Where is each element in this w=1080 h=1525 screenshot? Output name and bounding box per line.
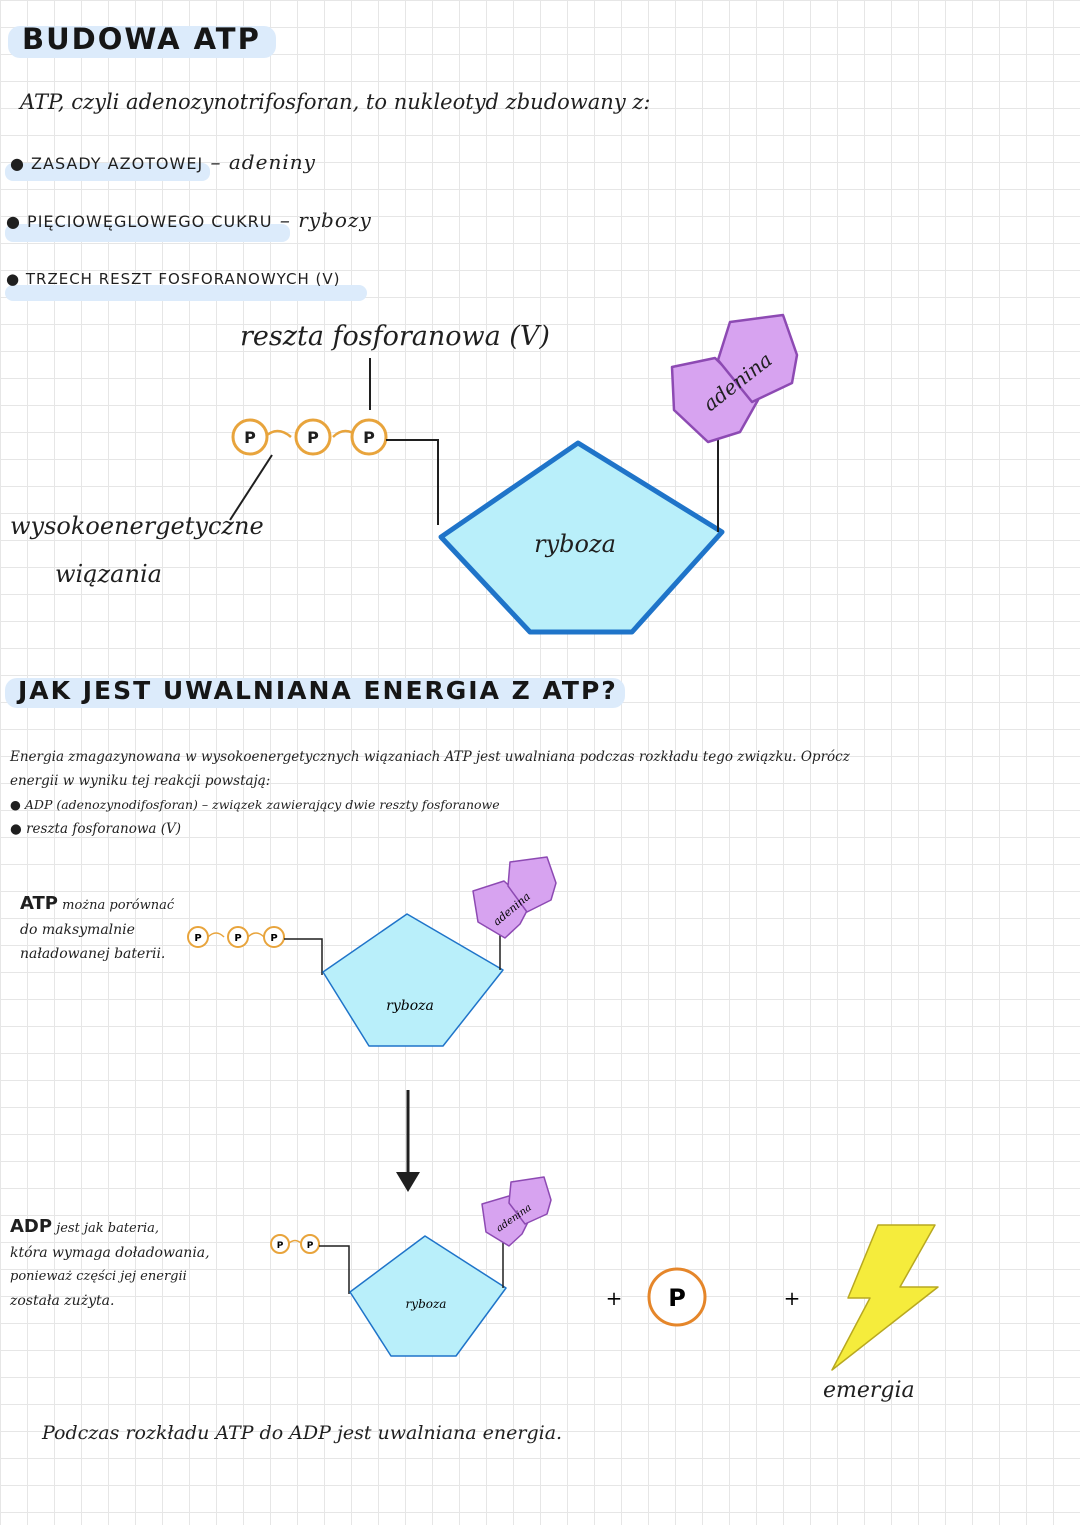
bond-arc-adp: [287, 1239, 303, 1245]
bullet-3-caps: TRZECH RESZT FOSFORANOWYCH (V): [25, 270, 341, 288]
paragraph-bullet-2: ● reszta fosforanowa (V): [10, 817, 1075, 841]
reaction-arrow: [396, 1090, 420, 1192]
bullet-highlight-1: [5, 163, 210, 181]
adp-diagram: P P ryboza adenina + P +: [270, 1176, 939, 1371]
adp-line2: która wymaga doładowania,: [10, 1245, 210, 1261]
bond-arc-small-1: [207, 932, 225, 938]
phosphate-adp-2: [300, 1234, 320, 1254]
atp-bold: ATP: [20, 893, 59, 914]
atp-line2: do maksymalnie: [20, 922, 135, 938]
paragraph-line-1: Energia zmagazynowana w wysokoenergetycz…: [10, 749, 850, 765]
ribose-small-label: ryboza: [386, 998, 434, 1014]
bullet-dot: ●: [10, 821, 27, 837]
arrow-head-icon: [396, 1172, 420, 1192]
energy-paragraph: Energia zmagazynowana w wysokoenergetycz…: [10, 745, 1075, 841]
energy-label: emergia: [823, 1378, 915, 1403]
intro-text: ATP, czyli adenozynotrifosforan, to nukl…: [20, 90, 651, 114]
atp-small-diagram: P P P ryboza adenina: [187, 856, 557, 1047]
bullet-dot: ●: [10, 154, 32, 173]
phosphate-label-3: P: [363, 428, 375, 447]
atp-diagram: reszta fosforanowa (V) P P P ryboza aden…: [229, 313, 799, 635]
phosphate-adp-1: [270, 1234, 290, 1254]
bullet-2-rest: – rybozy: [272, 208, 372, 232]
atp-comparison-text: ATP można porównać do maksymalnie nałado…: [20, 892, 174, 966]
lightning-icon: [831, 1224, 939, 1371]
paragraph-bullet-2-text: reszta fosforanowa (V): [26, 821, 182, 837]
small-phosphate-link: [284, 938, 323, 975]
ribose-pentagon: [438, 440, 725, 635]
bullet-2: ● PIĘCIOWĘGLOWEGO CUKRU – rybozy: [6, 208, 372, 232]
adp-phosphate-link: [319, 1245, 350, 1294]
phosphate-label-2: P: [307, 428, 319, 447]
bullet-dot: ●: [10, 797, 25, 812]
title-highlight: [8, 26, 276, 58]
phosphate-small-3: [263, 926, 285, 948]
label-phosphate: reszta fosforanowa (V): [240, 321, 550, 352]
phosphate-adp-label-2: P: [307, 1241, 314, 1251]
section-title-energy: JAK JEST UWALNIANA ENERGIA Z ATP?: [18, 676, 618, 705]
free-phosphate-label: P: [668, 1284, 686, 1312]
plus-sign-1: +: [606, 1286, 623, 1310]
adp-bold: ADP: [10, 1216, 53, 1237]
ribose-adp-label: ryboza: [406, 1297, 447, 1311]
phosphate-small-label-2: P: [234, 933, 241, 944]
paragraph-line-2: energii w wyniku tej reakcji powstają:: [10, 773, 271, 789]
phosphate-circle-1: [231, 418, 269, 456]
phosphate-label-1: P: [244, 428, 256, 447]
bullet-1-rest: – adeniny: [203, 150, 316, 174]
section-title-budowa: BUDOWA ATP: [22, 22, 261, 56]
phosphate-small-label-1: P: [194, 933, 201, 944]
adp-comparison-text: ADP jest jak bateria, która wymaga doład…: [10, 1215, 210, 1313]
summary-text: Podczas rozkładu ATP do ADP jest uwalnia…: [42, 1422, 563, 1444]
ribose-small-pentagon: [322, 913, 504, 1047]
paragraph-bullet-1-text: ADP (adenozynodifosforan) – związek zawi…: [24, 797, 500, 812]
phosphate-small-1: [187, 926, 209, 948]
bullet-dot: ●: [6, 212, 28, 231]
bullet-dot: ●: [6, 270, 26, 288]
bullet-1-caps: ZASADY AZOTOWEJ: [31, 154, 204, 173]
title2-highlight: [5, 678, 625, 708]
phosphate-circle-2: [294, 418, 332, 456]
phosphate-adp-label-1: P: [277, 1241, 284, 1251]
bullet-highlight-2: [5, 224, 290, 242]
atp-line3: naładowanej baterii.: [20, 946, 166, 962]
adp-line1: jest jak bateria,: [52, 1221, 159, 1236]
bond-arc-1: [264, 429, 292, 438]
atp-line1: można porównać: [58, 898, 175, 913]
phosphate-sugar-link: [386, 439, 439, 525]
ribose-adp-pentagon: [349, 1235, 507, 1357]
plus-sign-2: +: [784, 1286, 801, 1310]
phosphate-small-label-3: P: [270, 933, 277, 944]
phosphate-circle-3: [350, 418, 388, 456]
bullet-highlight-3: [5, 285, 367, 301]
adenine-small-ring-right: [507, 856, 557, 913]
label-bonds-line1: wysokoenergetyczne: [10, 512, 264, 540]
adenine-ring-right: [716, 313, 799, 404]
adenine-adp-ring-right: [508, 1176, 552, 1225]
bullet-1: ● ZASADY AZOTOWEJ – adeniny: [10, 150, 316, 174]
free-phosphate-circle: [647, 1267, 707, 1327]
bond-arc-small-2: [247, 932, 265, 938]
bond-pointer-line: [229, 454, 273, 521]
phosphate-small-2: [227, 926, 249, 948]
bullet-3: ● TRZECH RESZT FOSFORANOWYCH (V): [6, 270, 341, 288]
adp-line4: została zużyta.: [10, 1293, 115, 1309]
paragraph-bullet-1: ● ADP (adenozynodifosforan) – związek za…: [10, 793, 1075, 817]
ribose-label: ryboza: [534, 530, 616, 558]
adp-line3: ponieważ części jej energii: [10, 1269, 187, 1284]
bullet-2-caps: PIĘCIOWĘGLOWEGO CUKRU: [27, 212, 273, 231]
label-bonds-line2: wiązania: [55, 560, 162, 588]
